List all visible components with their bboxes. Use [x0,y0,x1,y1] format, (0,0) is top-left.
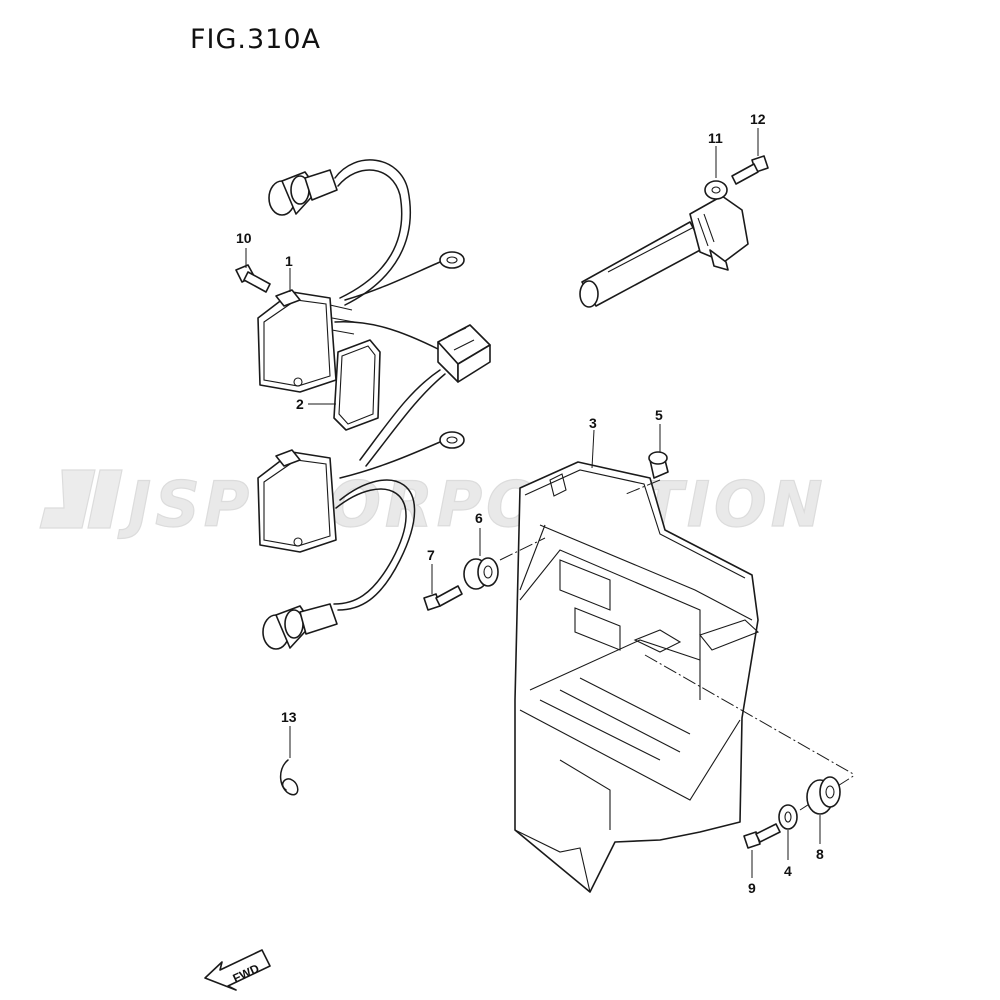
figure-title: FIG.310A [190,24,322,55]
callout-11: 11 [708,130,723,146]
callout-5: 5 [655,407,663,423]
callout-6: 6 [475,510,483,526]
callout-8: 8 [816,846,824,862]
grommet-8[interactable] [806,776,841,815]
callout-13: 13 [281,709,297,725]
callout-10: 10 [236,230,252,246]
washer-4[interactable] [778,804,798,830]
bolt-12[interactable] [731,155,769,185]
upper-connector-plug [268,169,338,216]
callout-3: 3 [589,415,597,431]
callout-leaders [245,128,821,878]
fwd-arrow: FWD [204,949,271,991]
lower-connector-plug [262,603,338,650]
rectifier-regulator-assembly[interactable] [257,159,491,650]
bolt-9[interactable] [743,823,781,849]
electrical-box[interactable] [514,461,760,893]
callout-7: 7 [427,547,435,563]
gasket[interactable] [333,339,381,431]
callout-12: 12 [750,111,766,127]
grommet-5[interactable] [648,451,669,479]
callout-1: 1 [285,253,293,269]
callout-4: 4 [784,863,792,879]
ignition-coil[interactable] [579,180,749,308]
coupler-connector [437,324,491,383]
watermark: JSP CORPORATION [39,467,827,542]
callout-9: 9 [748,880,756,896]
bolt-10[interactable] [235,264,271,293]
clip-13[interactable] [279,759,299,796]
lower-rectifier-module [257,449,337,553]
callout-2: 2 [296,396,304,412]
grommet-6[interactable] [463,557,499,590]
bolt-7[interactable] [423,585,463,611]
watermark-text: JSP CORPORATION [117,468,827,541]
upper-rectifier-module [257,289,355,393]
